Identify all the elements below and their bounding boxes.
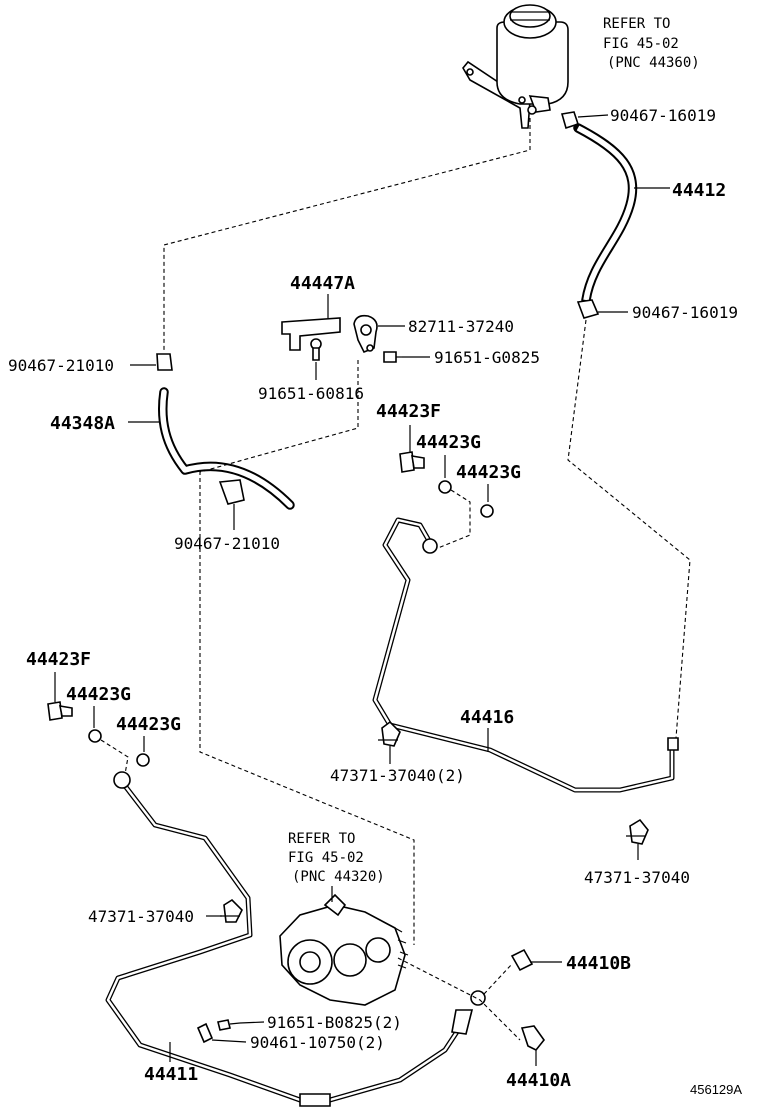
figure-id: 456129A xyxy=(690,1082,742,1097)
pipe-clamp-47371-mid-label: 47371-37040(2) xyxy=(330,766,465,785)
gasket-right-2[interactable] xyxy=(480,504,494,518)
bolt-91651-B0825-label: 91651-B0825(2) xyxy=(267,1013,402,1032)
hose-44348A-label: 44348A xyxy=(50,413,115,434)
pipe-44416[interactable] xyxy=(372,517,679,793)
hose-44412-label: 44412 xyxy=(672,180,726,201)
gasket-right-2-label: 44423G xyxy=(456,462,521,483)
pipe-clamp-47371-mid[interactable] xyxy=(378,720,401,747)
pump-ref-line3: (PNC 44320) xyxy=(292,869,385,885)
hose-clamp-mid-right[interactable] xyxy=(576,299,600,319)
pipe-clamp-47371-right[interactable] xyxy=(626,818,649,845)
pipe-clamp-47371-right-label: 47371-37040 xyxy=(584,868,690,887)
gasket-left-2-label: 44423G xyxy=(116,714,181,735)
bolt-90461-10750[interactable] xyxy=(196,1022,214,1044)
gasket-right-1[interactable] xyxy=(438,480,452,494)
hose-clamp-82711[interactable] xyxy=(353,314,378,354)
bolt-91651-60816-label: 91651-60816 xyxy=(258,384,364,403)
bolt-90461-10750-label: 90461-10750(2) xyxy=(250,1033,385,1052)
bolt-91651-G0825-label: 91651-G0825 xyxy=(434,348,540,367)
bolt-91651-B0825[interactable] xyxy=(217,1019,241,1031)
pipe-clamp-47371-left[interactable] xyxy=(220,898,243,923)
hose-clamp-lower-left[interactable] xyxy=(218,479,245,505)
pump-ref-line2: FIG 45-02 xyxy=(288,850,364,866)
bolt-91651-G0825[interactable] xyxy=(383,351,402,363)
clamp-82711-label: 82711-37240 xyxy=(408,317,514,336)
union-44410B-label: 44410B xyxy=(566,953,631,974)
union-bolt-right[interactable] xyxy=(399,451,425,473)
hose-44411[interactable] xyxy=(105,771,486,1107)
union-44410A-label: 44410A xyxy=(506,1070,571,1091)
gasket-left-2[interactable] xyxy=(136,753,150,767)
reservoir-ref-line3: (PNC 44360) xyxy=(607,55,700,71)
union-bolt-left[interactable] xyxy=(47,701,73,721)
bolt-91651-60816[interactable] xyxy=(310,338,322,361)
bracket-44447A-label: 44447A xyxy=(290,273,355,294)
clamp-left-label: 90467-21010 xyxy=(8,356,114,375)
bracket-44447A[interactable] xyxy=(281,317,341,351)
hose-44411-label: 44411 xyxy=(144,1064,198,1085)
hose-44348A[interactable] xyxy=(157,387,295,510)
union-bolt-right-label: 44423F xyxy=(376,401,441,422)
pipe-44416-label: 44416 xyxy=(460,707,514,728)
clamp-mid-right-label: 90467-16019 xyxy=(632,303,738,322)
pump-ref-line1: REFER TO xyxy=(288,831,355,847)
gasket-left-1[interactable] xyxy=(88,729,102,743)
hose-44412[interactable] xyxy=(573,123,638,305)
reservoir-ref-line2: FIG 45-02 xyxy=(603,36,679,52)
union-44410A[interactable] xyxy=(520,1025,546,1052)
clamp-lower-left-label: 90467-21010 xyxy=(174,534,280,553)
power-steering-pump[interactable] xyxy=(279,893,409,1006)
reservoir-tank[interactable] xyxy=(462,4,569,129)
clamp-top-label: 90467-16019 xyxy=(610,106,716,125)
union-44410B[interactable] xyxy=(510,948,534,972)
hose-clamp-left[interactable] xyxy=(156,353,173,371)
gasket-left-1-label: 44423G xyxy=(66,684,131,705)
gasket-right-1-label: 44423G xyxy=(416,432,481,453)
pipe-clamp-47371-left-label: 47371-37040 xyxy=(88,907,194,926)
union-bolt-left-label: 44423F xyxy=(26,649,91,670)
reservoir-ref-line1: REFER TO xyxy=(603,16,670,32)
